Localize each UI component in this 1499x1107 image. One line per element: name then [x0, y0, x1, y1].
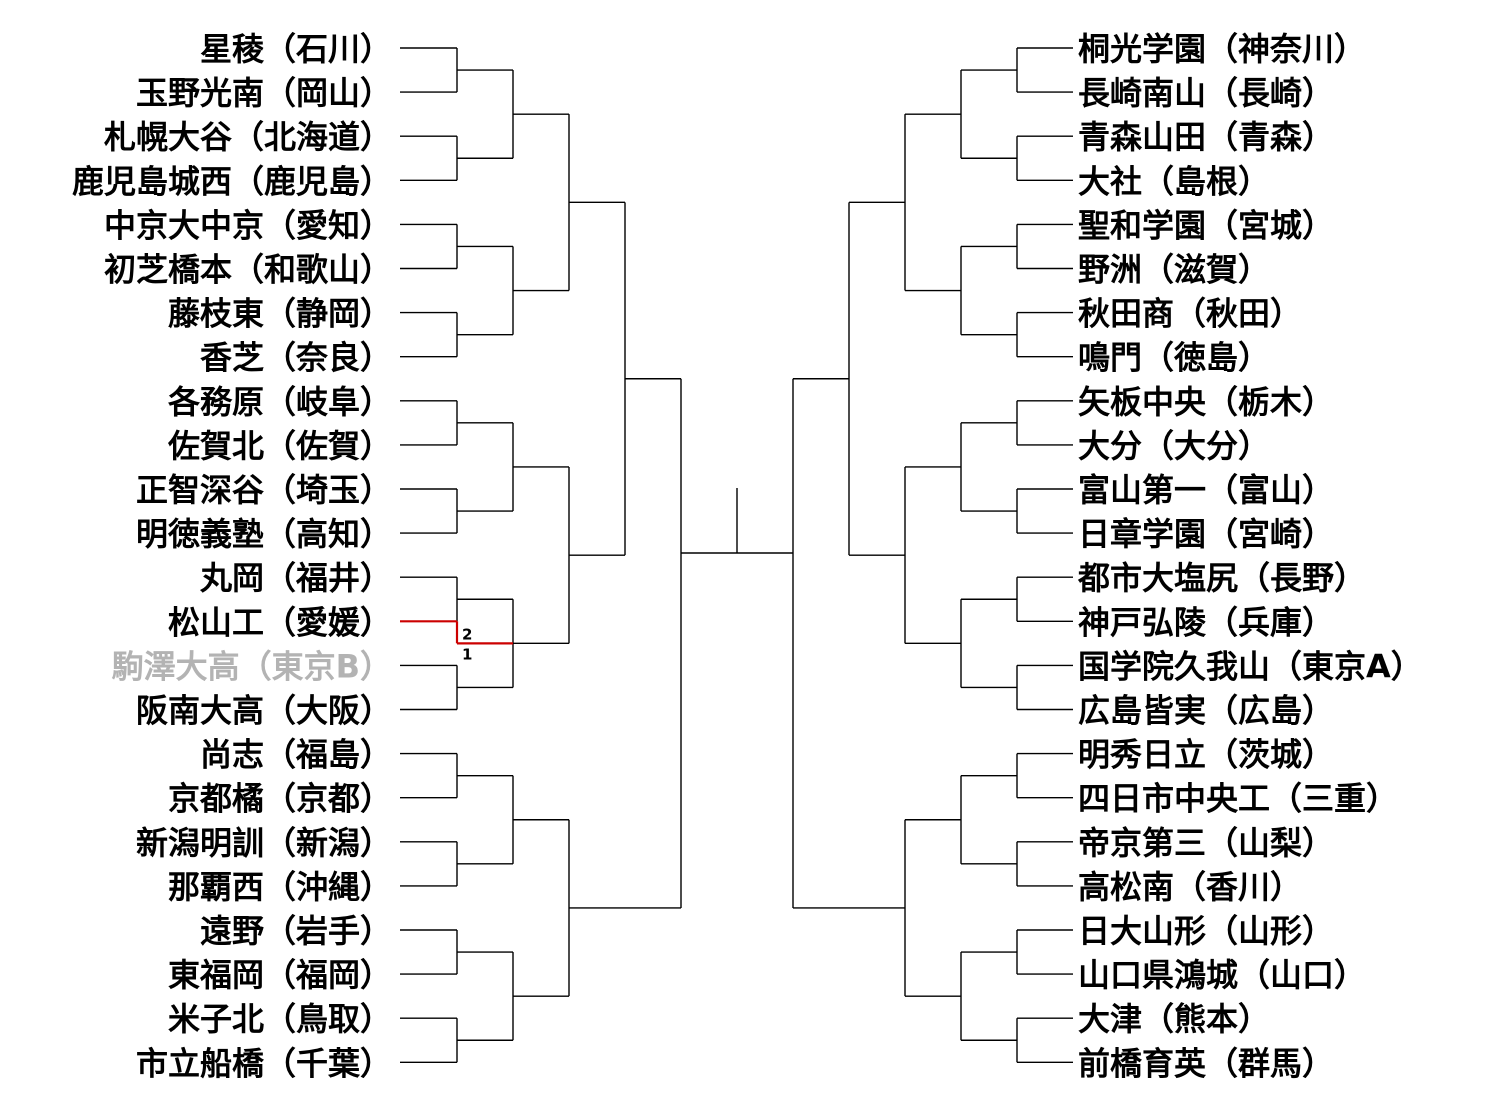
team-label-right: 前橋育英（群馬） [1078, 1044, 1334, 1082]
team-label-left: 東福岡（福岡） [168, 956, 392, 994]
score-winner: 2 [462, 625, 472, 643]
team-label-left: 鹿児島城西（鹿児島） [72, 162, 392, 200]
team-label-left: 正智深谷（埼玉） [136, 471, 392, 509]
team-label-right: 四日市中央工（三重） [1078, 780, 1398, 818]
team-label-right: 国学院久我山（東京A） [1078, 647, 1423, 685]
team-label-right: 大社（島根） [1078, 162, 1270, 200]
score-labels: 21 [462, 625, 472, 663]
score-loser: 1 [462, 645, 472, 663]
team-label-left: 駒澤大高（東京B） [112, 647, 392, 685]
team-label-left: 佐賀北（佐賀） [167, 427, 392, 465]
team-label-left: 藤枝東（静岡） [168, 295, 392, 333]
team-label-left: 松山工（愛媛） [168, 603, 392, 641]
team-label-left: 星稜（石川） [200, 30, 392, 68]
team-label-left: 明徳義塾（高知） [136, 515, 392, 553]
team-label-left: 遠野（岩手） [200, 912, 392, 950]
team-label-right: 山口県鴻城（山口） [1078, 956, 1366, 994]
team-label-left: 香芝（奈良） [200, 339, 392, 377]
team-label-right: 大分（大分） [1078, 427, 1270, 465]
team-label-right: 帝京第三（山梨） [1078, 824, 1334, 862]
team-label-left: 札幌大谷（北海道） [104, 118, 392, 156]
team-label-right: 明秀日立（茨城） [1078, 736, 1334, 774]
team-label-right: 都市大塩尻（長野） [1077, 559, 1366, 597]
team-label-left: 新潟明訓（新潟） [136, 824, 392, 862]
team-label-right: 長崎南山（長崎） [1078, 74, 1334, 112]
team-label-right: 高松南（香川） [1078, 868, 1302, 906]
team-label-left: 京都橘（京都） [168, 780, 392, 818]
bracket-lines [400, 47, 1073, 1064]
team-label-left: 市立船橋（千葉） [136, 1044, 392, 1082]
team-label-right: 秋田商（秋田） [1078, 295, 1302, 333]
team-label-right: 富山第一（富山） [1078, 471, 1334, 509]
team-label-left: 米子北（鳥取） [168, 1000, 392, 1038]
team-label-right: 広島皆実（広島） [1078, 692, 1334, 730]
team-label-left: 初芝橋本（和歌山） [104, 251, 392, 289]
team-label-right: 神戸弘陵（兵庫） [1078, 603, 1334, 641]
team-labels: 星稜（石川） 玉野光南（岡山） 札幌大谷（北海道） 鹿児島城西（鹿児島） 中京大中京（愛… [72, 30, 1423, 1082]
team-label-left: 尚志（福島） [200, 736, 392, 774]
team-label-right: 日大山形（山形） [1078, 912, 1334, 950]
team-label-right: 大津（熊本） [1078, 1000, 1270, 1038]
team-label-left: 那覇西（沖縄） [168, 868, 392, 906]
team-label-left: 丸岡（福井） [199, 559, 392, 597]
team-label-left: 各務原（岐阜） [168, 383, 392, 421]
team-label-right: 日章学園（宮崎） [1078, 515, 1334, 553]
winner-path-lines [400, 620, 513, 645]
team-label-left: 中京大中京（愛知） [104, 206, 392, 244]
team-label-right: 野洲（滋賀） [1078, 251, 1270, 289]
team-label-left: 玉野光南（岡山） [136, 74, 392, 112]
team-label-right: 矢板中央（栃木） [1078, 383, 1334, 421]
team-label-right: 鳴門（徳島） [1078, 339, 1270, 377]
team-label-right: 聖和学園（宮城） [1078, 206, 1334, 244]
team-label-right: 青森山田（青森） [1078, 118, 1334, 156]
team-label-left: 阪南大高（大阪） [136, 692, 392, 730]
team-label-right: 桐光学園（神奈川） [1078, 30, 1366, 68]
